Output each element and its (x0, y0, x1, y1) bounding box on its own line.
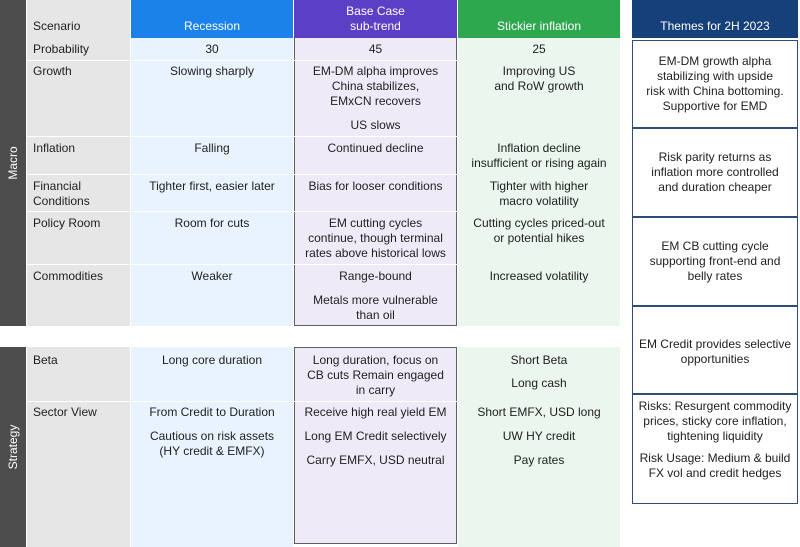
probability-stickier: 25 (532, 42, 546, 56)
beta-base: Long duration, focus on CB cuts Remain e… (307, 353, 444, 397)
stickier-header: Stickier inflation (458, 0, 620, 38)
macro-section-label: Macro (0, 0, 26, 326)
policy-recession: Room for cuts (174, 216, 250, 230)
row-label-inflation: Inflation (33, 141, 76, 155)
strategy-stickier-column (458, 347, 620, 547)
probability-recession: 30 (205, 42, 219, 56)
sector-stickier: Short EMFX, USD long UW HY credit Pay ra… (477, 405, 601, 467)
inflation-stickier: Inflation decline insufficient or rising… (471, 141, 607, 170)
row-divider (27, 136, 457, 137)
row-divider (27, 211, 457, 212)
macro-base-column (294, 38, 457, 326)
base-case-header: Base Case sub-trend (294, 0, 457, 38)
theme-em-credit: EM Credit provides selective opportuniti… (632, 306, 798, 394)
policy-base: EM cutting cycles continue, though termi… (305, 216, 446, 260)
row-divider (27, 264, 457, 265)
beta-recession: Long core duration (161, 353, 263, 367)
macro-recession-column (131, 38, 293, 326)
growth-recession: Slowing sharply (169, 64, 255, 78)
growth-base: EM-DM alpha improves China stabilizes, E… (312, 64, 439, 132)
themes-header: Themes for 2H 2023 (632, 0, 798, 38)
theme-risk-parity: Risk parity returns as inflation more co… (632, 128, 798, 217)
row-label-sector-view: Sector View (33, 405, 97, 419)
macro-label-column (27, 38, 130, 326)
row-label-growth: Growth (33, 64, 72, 78)
row-label-commodities: Commodities (33, 269, 104, 283)
financial-stickier: Tighter with higher macro volatility (489, 179, 589, 208)
recession-header: Recession (131, 0, 293, 38)
row-label-financial-conditions: Financial Conditions (33, 179, 90, 208)
row-label-policy-room: Policy Room (33, 216, 101, 230)
inflation-recession: Falling (194, 141, 230, 155)
beta-stickier: Short Beta Long cash (510, 353, 568, 390)
macro-stickier-column (458, 38, 620, 326)
scenario-header: Scenario (27, 0, 130, 38)
financial-recession: Tighter first, easier later (149, 179, 275, 193)
policy-stickier: Cutting cycles priced-out or potential h… (473, 216, 605, 245)
sector-recession: From Credit to Duration Cautious on risk… (149, 405, 275, 458)
probability-base: 45 (368, 42, 383, 56)
growth-stickier: Improving US and RoW growth (494, 64, 584, 93)
theme-growth-alpha: EM-DM growth alpha stabilizing with upsi… (632, 40, 798, 128)
row-label-probability: Probability (33, 42, 90, 56)
strategy-recession-column (131, 347, 293, 547)
strategy-base-column (294, 347, 457, 544)
inflation-base: Continued decline (327, 141, 424, 155)
financial-base: Bias for looser conditions (308, 179, 443, 193)
row-divider (27, 174, 457, 175)
sector-base: Receive high real yield EM Long EM Credi… (304, 405, 447, 467)
commodities-recession: Weaker (191, 269, 233, 283)
strategy-section-label: Strategy (0, 347, 26, 547)
strategy-label-column (27, 347, 130, 547)
row-divider (27, 401, 457, 402)
commodities-base: Range-bound Metals more vulnerable than … (313, 269, 438, 322)
theme-risks: Risks: Resurgent commodity prices, stick… (632, 394, 798, 504)
commodities-stickier: Increased volatility (489, 269, 589, 283)
row-divider (27, 60, 457, 61)
row-label-beta: Beta (33, 353, 58, 367)
theme-cb-cutting-cycle: EM CB cutting cycle supporting front-end… (632, 217, 798, 306)
